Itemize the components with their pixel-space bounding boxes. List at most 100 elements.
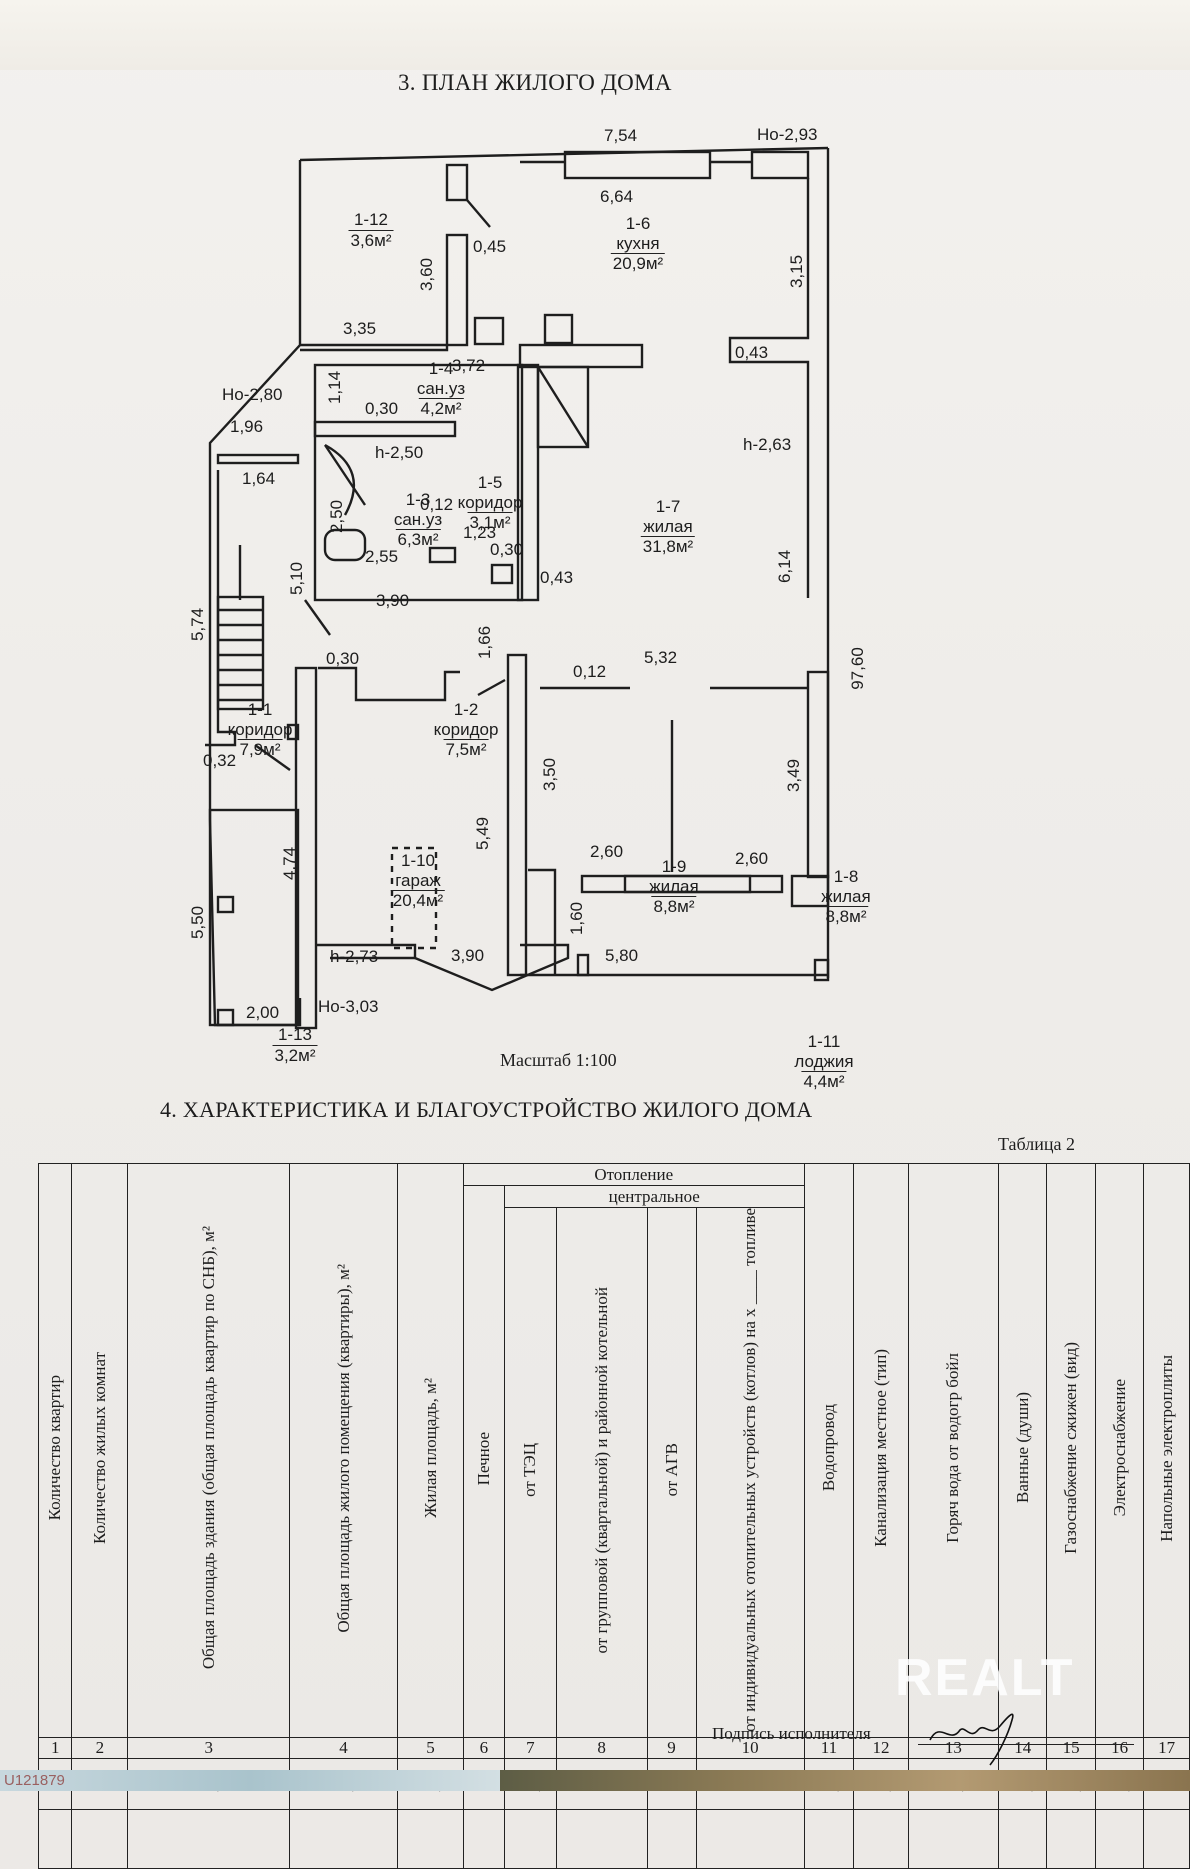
column-header: от АГВ bbox=[646, 1207, 697, 1738]
table-cell bbox=[1094, 1808, 1145, 1869]
wall bbox=[294, 666, 318, 1030]
height-mark: Но-2,93 bbox=[757, 125, 818, 144]
wall bbox=[318, 666, 460, 702]
toilet-icon bbox=[323, 528, 367, 562]
column-header: от ТЭЦ bbox=[503, 1207, 557, 1738]
height-mark: h-2,73 bbox=[330, 947, 379, 966]
column-number: 4 bbox=[288, 1736, 399, 1759]
wall bbox=[813, 958, 830, 982]
dimension: 1,60 bbox=[567, 901, 587, 936]
table-cell bbox=[397, 1808, 464, 1869]
room-id: 1-8 bbox=[833, 867, 859, 886]
porch-box bbox=[216, 1008, 235, 1027]
column-number: 6 bbox=[462, 1736, 505, 1759]
room-name: коридор bbox=[433, 719, 499, 739]
dimension: 5,32 bbox=[644, 648, 678, 667]
header-row: Количество квартир Количество жилых комн… bbox=[37, 1163, 1190, 1738]
door-swing bbox=[254, 744, 291, 771]
floor-plan-drawing bbox=[205, 146, 830, 1030]
column-number: 15 bbox=[1046, 1736, 1096, 1759]
table-cell bbox=[71, 1808, 129, 1869]
room-area: 8,8м² bbox=[823, 906, 869, 927]
table-cell bbox=[127, 1808, 290, 1869]
wall bbox=[313, 420, 457, 438]
wall bbox=[506, 653, 528, 977]
wall bbox=[428, 546, 457, 564]
column-header: Газоснабжение сжижен (вид) bbox=[1046, 1163, 1096, 1738]
room-area: 7,5м² bbox=[443, 739, 489, 760]
room-name: жилая bbox=[821, 886, 871, 906]
paper-edge bbox=[0, 0, 1190, 70]
column-header: от групповой (квартальной) и районной ко… bbox=[555, 1207, 648, 1738]
column-number: 2 bbox=[71, 1736, 129, 1759]
dimension: 0,12 bbox=[420, 495, 454, 514]
window bbox=[563, 150, 712, 180]
wall bbox=[623, 874, 752, 894]
dimension: 5,80 bbox=[605, 946, 639, 965]
room-name: сан.уз bbox=[393, 509, 443, 529]
group-header-central: центральное bbox=[503, 1185, 805, 1208]
room-id: 1-5 bbox=[477, 473, 503, 492]
column-header: Ванные (души) bbox=[997, 1163, 1048, 1738]
room-id: 1-3 bbox=[405, 490, 431, 509]
dimension: 3,15 bbox=[787, 254, 807, 289]
room-name: коридор bbox=[457, 492, 523, 512]
watermark-logo: REALT bbox=[895, 1649, 1075, 1707]
wall bbox=[316, 943, 417, 960]
column-header: Канализация местное (тип) bbox=[853, 1163, 909, 1738]
dimension: 3,90 bbox=[451, 946, 485, 965]
column-header: Общая площадь здания (общая площадь квар… bbox=[127, 1163, 290, 1738]
wall bbox=[414, 943, 570, 992]
room-area: 8,8м² bbox=[651, 896, 697, 917]
column-header: Общая площадь жилого помещения (квартиры… bbox=[288, 1163, 399, 1738]
dimension: 4,74 bbox=[280, 846, 300, 881]
table-cell bbox=[646, 1808, 697, 1869]
dimension: 0,30 bbox=[490, 540, 524, 559]
column-number-row: 1 2 3 4 5 6 7 8 9 10 11 12 13 14 15 16 1… bbox=[37, 1736, 1190, 1759]
window bbox=[750, 150, 810, 180]
wall bbox=[216, 453, 300, 465]
height-mark: Но-2,80 bbox=[222, 385, 283, 404]
signature-scribble bbox=[929, 1713, 1014, 1766]
door-swing bbox=[324, 444, 366, 506]
table-cell bbox=[853, 1808, 909, 1869]
dimension: 0,45 bbox=[473, 237, 507, 256]
column-header: Жилая площадь, м² bbox=[397, 1163, 464, 1738]
dimension: 1,64 bbox=[242, 469, 276, 488]
dimension: 3,90 bbox=[376, 591, 410, 610]
room-area: 4,4м² bbox=[801, 1071, 847, 1092]
column-header: Горяч вода от водогр бойл bbox=[907, 1163, 1000, 1738]
column-header: от индивидуальных отопительных устройств… bbox=[695, 1207, 805, 1738]
plan-title: 3. ПЛАН ЖИЛОГО ДОМА bbox=[398, 70, 672, 95]
table-caption: Таблица 2 bbox=[998, 1134, 1075, 1154]
surface-fragment bbox=[500, 1770, 1190, 1791]
room-id: 1-12 bbox=[353, 210, 389, 229]
wall bbox=[728, 178, 810, 598]
stair bbox=[216, 595, 265, 711]
room-id: 1-7 bbox=[655, 497, 681, 516]
column-header: Печное bbox=[462, 1185, 505, 1738]
dimension: 1,66 bbox=[475, 625, 495, 660]
room-id: 1-9 bbox=[661, 857, 687, 876]
column-header: Водопровод bbox=[803, 1163, 855, 1738]
dimension: 2,60 bbox=[590, 842, 624, 861]
room-area: 3,1м² bbox=[467, 512, 513, 533]
room-id: 1-6 bbox=[625, 214, 651, 233]
signature-line bbox=[918, 1744, 1134, 1745]
room-area: 3,2м² bbox=[272, 1044, 318, 1065]
column-number: 17 bbox=[1143, 1736, 1190, 1759]
room-name: коридор bbox=[227, 719, 293, 739]
room-name: лоджия bbox=[794, 1051, 854, 1071]
dimension: 6,64 bbox=[600, 187, 634, 206]
stair-steps bbox=[218, 545, 263, 702]
column-header: Напольные электроплиты bbox=[1143, 1163, 1190, 1738]
table-cell bbox=[288, 1808, 399, 1869]
room-name: кухня bbox=[616, 233, 660, 253]
